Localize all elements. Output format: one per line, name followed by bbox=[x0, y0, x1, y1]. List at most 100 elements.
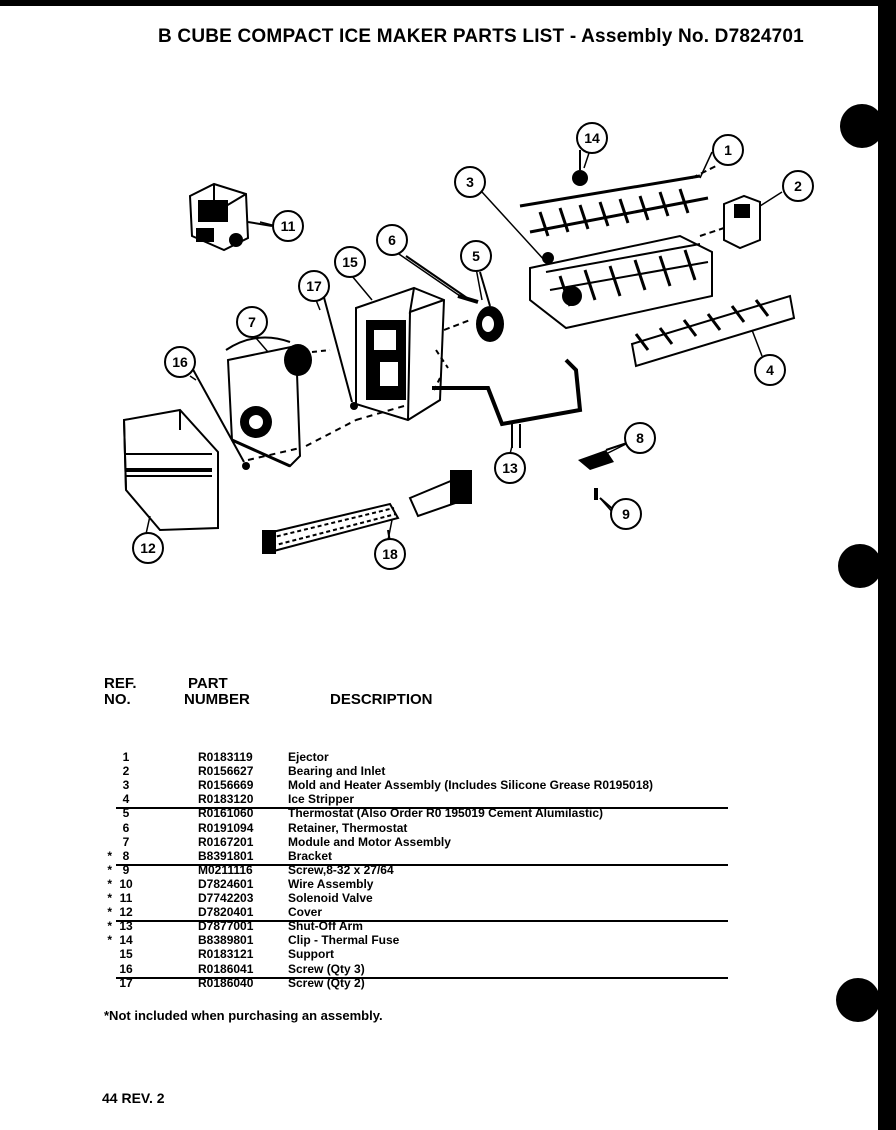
part-wire-assembly bbox=[262, 470, 472, 554]
row-part-number: M0211116 bbox=[198, 862, 253, 877]
row-description: Screw (Qty 2) bbox=[288, 975, 365, 990]
part-cover bbox=[122, 408, 219, 532]
row-ref-no: 2 bbox=[122, 764, 130, 779]
row-description: Retainer, Thermostat bbox=[288, 820, 408, 835]
row-ref-no: 5 bbox=[122, 806, 130, 821]
svg-text:12: 12 bbox=[140, 540, 156, 556]
table-row: 17 R0186040 Screw (Qty 2) bbox=[100, 976, 740, 990]
svg-text:5: 5 bbox=[472, 248, 480, 264]
svg-text:8: 8 bbox=[636, 430, 644, 446]
callout-8: 8 bbox=[624, 422, 656, 454]
header-description: DESCRIPTION bbox=[330, 691, 433, 708]
row-ref-no: 4 bbox=[122, 792, 130, 807]
row-ref-no: 8 bbox=[122, 848, 130, 863]
header-ref-line2: NO. bbox=[104, 691, 131, 708]
row-part-number: R0186041 bbox=[198, 961, 254, 976]
page-number: 44 REV. 2 bbox=[102, 1090, 165, 1106]
row-ref-no: 17 bbox=[119, 975, 133, 990]
row-part-number: R0183121 bbox=[198, 947, 254, 962]
row-part-number: R0183120 bbox=[198, 792, 254, 807]
row-description: Screw (Qty 3) bbox=[288, 961, 365, 976]
part-screws bbox=[189, 289, 405, 470]
svg-text:17: 17 bbox=[306, 278, 322, 294]
part-thermostat bbox=[476, 271, 504, 342]
row-ref-no: 11 bbox=[119, 891, 133, 905]
row-part-number: B8389801 bbox=[198, 933, 254, 948]
svg-text:4: 4 bbox=[766, 362, 774, 378]
row-star: * bbox=[107, 891, 112, 905]
row-part-number: B8391801 bbox=[198, 848, 254, 863]
row-description: Mold and Heater Assembly (Includes Silic… bbox=[288, 778, 654, 793]
row-part-number: R0161060 bbox=[198, 806, 254, 821]
callout-12: 12 bbox=[132, 532, 164, 564]
table-row: * 9 M0211116 Screw,8-32 x 27/64 bbox=[100, 863, 740, 877]
svg-text:3: 3 bbox=[466, 174, 474, 190]
row-ref-no: 6 bbox=[122, 820, 130, 835]
row-part-number: D7820401 bbox=[198, 905, 254, 920]
row-description: Support bbox=[288, 947, 334, 962]
row-ref-no: 10 bbox=[119, 876, 133, 891]
callout-5: 5 bbox=[460, 240, 492, 272]
svg-text:16: 16 bbox=[172, 354, 188, 370]
row-part-number: D7877001 bbox=[198, 919, 254, 934]
part-retainer bbox=[405, 255, 479, 304]
header-part-line1: PART bbox=[188, 675, 228, 692]
table-rule-under-8 bbox=[116, 863, 728, 866]
row-star: * bbox=[107, 933, 112, 948]
row-part-number: R0191094 bbox=[198, 820, 254, 835]
callout-17: 17 bbox=[298, 270, 330, 302]
row-description: Bracket bbox=[288, 848, 333, 863]
row-part-number: D7824601 bbox=[198, 876, 254, 891]
punch-hole-top bbox=[840, 104, 884, 148]
row-ref-no: 14 bbox=[119, 933, 133, 948]
row-description: Solenoid Valve bbox=[288, 891, 373, 905]
part-ejector bbox=[519, 165, 717, 237]
part-support bbox=[355, 286, 471, 422]
callout-3: 3 bbox=[454, 166, 486, 198]
svg-text:13: 13 bbox=[502, 460, 518, 476]
row-star: * bbox=[107, 919, 112, 934]
row-ref-no: 13 bbox=[119, 919, 133, 934]
row-part-number: R0186040 bbox=[198, 975, 254, 990]
row-star: * bbox=[107, 905, 112, 920]
page-title: B CUBE COMPACT ICE MAKER PARTS LIST - As… bbox=[158, 26, 804, 47]
svg-text:6: 6 bbox=[388, 232, 396, 248]
punch-hole-bottom bbox=[836, 978, 880, 1022]
row-star: * bbox=[107, 862, 112, 877]
row-ref-no: 9 bbox=[122, 862, 130, 877]
row-part-number: R0156627 bbox=[198, 764, 254, 779]
row-description: Screw,8-32 x 27/64 bbox=[288, 862, 394, 877]
row-ref-no: 7 bbox=[122, 834, 130, 849]
footnote: *Not included when purchasing an assembl… bbox=[104, 1008, 383, 1023]
row-star: * bbox=[107, 876, 112, 891]
row-part-number: D7742203 bbox=[198, 891, 254, 905]
part-module-motor bbox=[225, 336, 331, 468]
header-ref-line1: REF. bbox=[104, 675, 137, 692]
callout-13: 13 bbox=[494, 452, 526, 484]
header-part-line2: NUMBER bbox=[184, 691, 250, 708]
svg-text:18: 18 bbox=[382, 546, 398, 562]
callout-18: 18 bbox=[374, 538, 406, 570]
row-description: Ice Stripper bbox=[288, 792, 355, 807]
table-row: * 11 D7742203 Solenoid Valve bbox=[100, 891, 740, 905]
callout-1: 1 bbox=[712, 134, 744, 166]
row-description: Cover bbox=[288, 905, 323, 920]
row-ref-no: 3 bbox=[122, 778, 130, 793]
table-row: * 13 D7877001 Shut-Off Arm bbox=[100, 919, 740, 933]
row-part-number: R0183119 bbox=[198, 750, 253, 764]
callout-14: 14 bbox=[576, 122, 608, 154]
punch-hole-middle bbox=[838, 544, 882, 588]
row-part-number: R0156669 bbox=[198, 778, 254, 793]
svg-text:14: 14 bbox=[584, 130, 600, 146]
row-description: Shut-Off Arm bbox=[288, 919, 363, 934]
table-rule-under-4 bbox=[116, 807, 728, 810]
scan-edge-right bbox=[878, 0, 896, 1130]
